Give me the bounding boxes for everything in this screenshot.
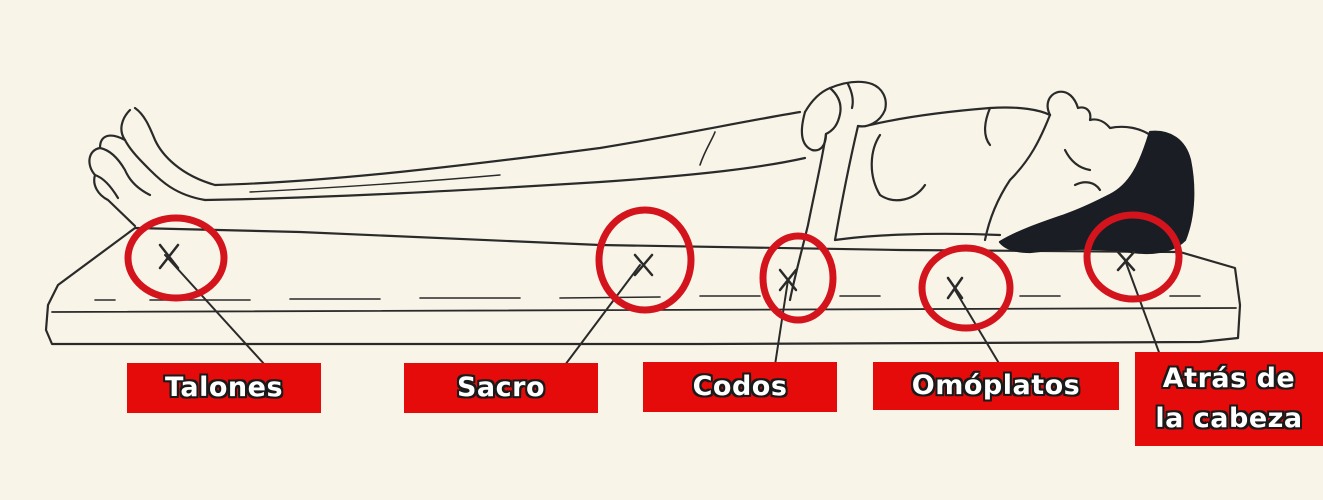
- label-atras-de-la-cabeza: Atrás de la cabeza: [1135, 352, 1323, 446]
- label-codos: Codos: [643, 362, 837, 412]
- pressure-point-x-mark: [160, 245, 178, 268]
- pressure-point-x-mark: [635, 255, 652, 275]
- pressure-point-circles: [128, 210, 1179, 328]
- pressure-point-x-mark: [948, 278, 962, 298]
- circle-sacro: [599, 210, 691, 310]
- label-talones: Talones: [127, 363, 321, 413]
- leader-line-talones: [165, 255, 265, 365]
- person-lying-supine-illustration: [89, 82, 1150, 300]
- pressure-point-x-mark: [1118, 252, 1134, 270]
- leader-line-codos: [775, 280, 788, 365]
- label-omoplatos: Omóplatos: [873, 362, 1119, 410]
- label-sacro: Sacro: [404, 363, 598, 413]
- circle-omoplatos: [922, 248, 1010, 328]
